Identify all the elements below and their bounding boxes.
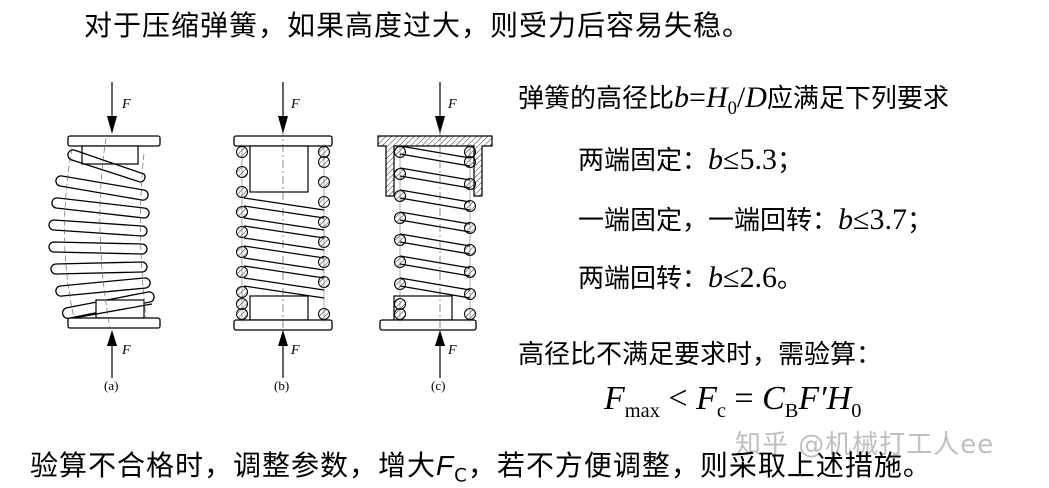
var-C: C [762,380,785,417]
force-arrow-up-icon [107,330,117,346]
slash: / [736,81,746,114]
subscript-C: C [454,465,468,487]
var-b: b [838,203,854,236]
operator: ≤ [853,203,870,236]
force-arrow-down-icon [435,116,445,134]
subscript-B: B [784,399,799,422]
force-label-c-bottom: F [447,343,457,358]
subscript-c: c [716,399,726,422]
requirement-both-ends-fixed: 两端固定：b≤5.3； [578,140,803,177]
verification-heading: 高径比不满足要求时，需验算： [518,340,883,370]
limit-value: 2.6 [739,261,777,294]
var-F-prime: F′ [798,380,827,417]
var-b: b [708,261,724,294]
conclusion-prefix: 验算不合格时，调整参数，增大 [30,449,437,482]
requirement-label: 一端固定，一端回转： [578,206,839,236]
punctuation: ； [906,206,933,236]
limit-value: 5.3 [739,143,777,176]
limit-value: 3.7 [869,203,907,236]
force-arrow-up-icon [435,330,445,346]
force-label-c-top: F [447,97,457,112]
force-arrow-down-icon [107,116,117,134]
force-arrow-down-icon [278,116,288,134]
force-label-a-bottom: F [121,343,131,358]
less-than: < [659,380,697,417]
force-label-b-bottom: F [290,343,300,358]
var-b: b [674,81,690,114]
slenderness-ratio-heading: 弹簧的高径比b=H0/D应满足下列要求 [518,78,949,120]
caption-c: (c) [431,378,445,393]
force-arrow-up-icon [278,330,288,346]
caption-b: (b) [274,378,289,393]
caption-a: (a) [104,378,118,393]
var-F: F [604,380,625,417]
panel-a-buckled-spring: F F (a) [48,82,161,393]
requirement-one-fixed-one-hinged: 一端固定，一端回转：b≤3.7； [578,200,933,237]
operator: ≤ [723,143,740,176]
subscript-max: max [624,399,660,422]
subscript-0: 0 [851,399,862,422]
heading-prefix: 弹簧的高径比 [518,84,675,114]
watermark: 知乎 @机械打工人ee [735,430,995,460]
page-title: 对于压缩弹簧，如果高度过大，则受力后容易失稳。 [84,9,752,42]
stability-formula: Fmax < Fc = CBF′H0 [604,380,861,423]
panel-b-guided-spring: F F [233,82,333,393]
force-label-a-top: F [121,97,131,112]
var-D: D [745,81,767,114]
var-b: b [708,143,724,176]
heading-suffix: 应满足下列要求 [766,84,949,114]
subscript-0: 0 [727,98,737,119]
requirement-both-ends-hinged: 两端回转：b≤2.6。 [578,258,803,295]
requirement-label: 两端回转： [578,264,709,294]
conclusion-text: 验算不合格时，调整参数，增大FC，若不方便调整，则采取上述措施。 [30,444,932,487]
operator: ≤ [723,261,740,294]
spring-buckling-figure: F F (a) [48,78,498,393]
requirement-label: 两端固定： [578,146,709,176]
force-label-b-top: F [290,97,300,112]
var-H: H [705,81,728,114]
equals-sign: = [689,81,706,114]
var-F: F [436,450,455,481]
var-H: H [826,380,852,417]
panel-c-sleeved-spring: F [377,82,493,393]
punctuation: ； [776,146,803,176]
conclusion-suffix: ，若不方便调整，则采取上述措施。 [467,449,932,482]
equals: = [725,380,763,417]
punctuation: 。 [776,264,803,294]
var-F: F [696,380,717,417]
